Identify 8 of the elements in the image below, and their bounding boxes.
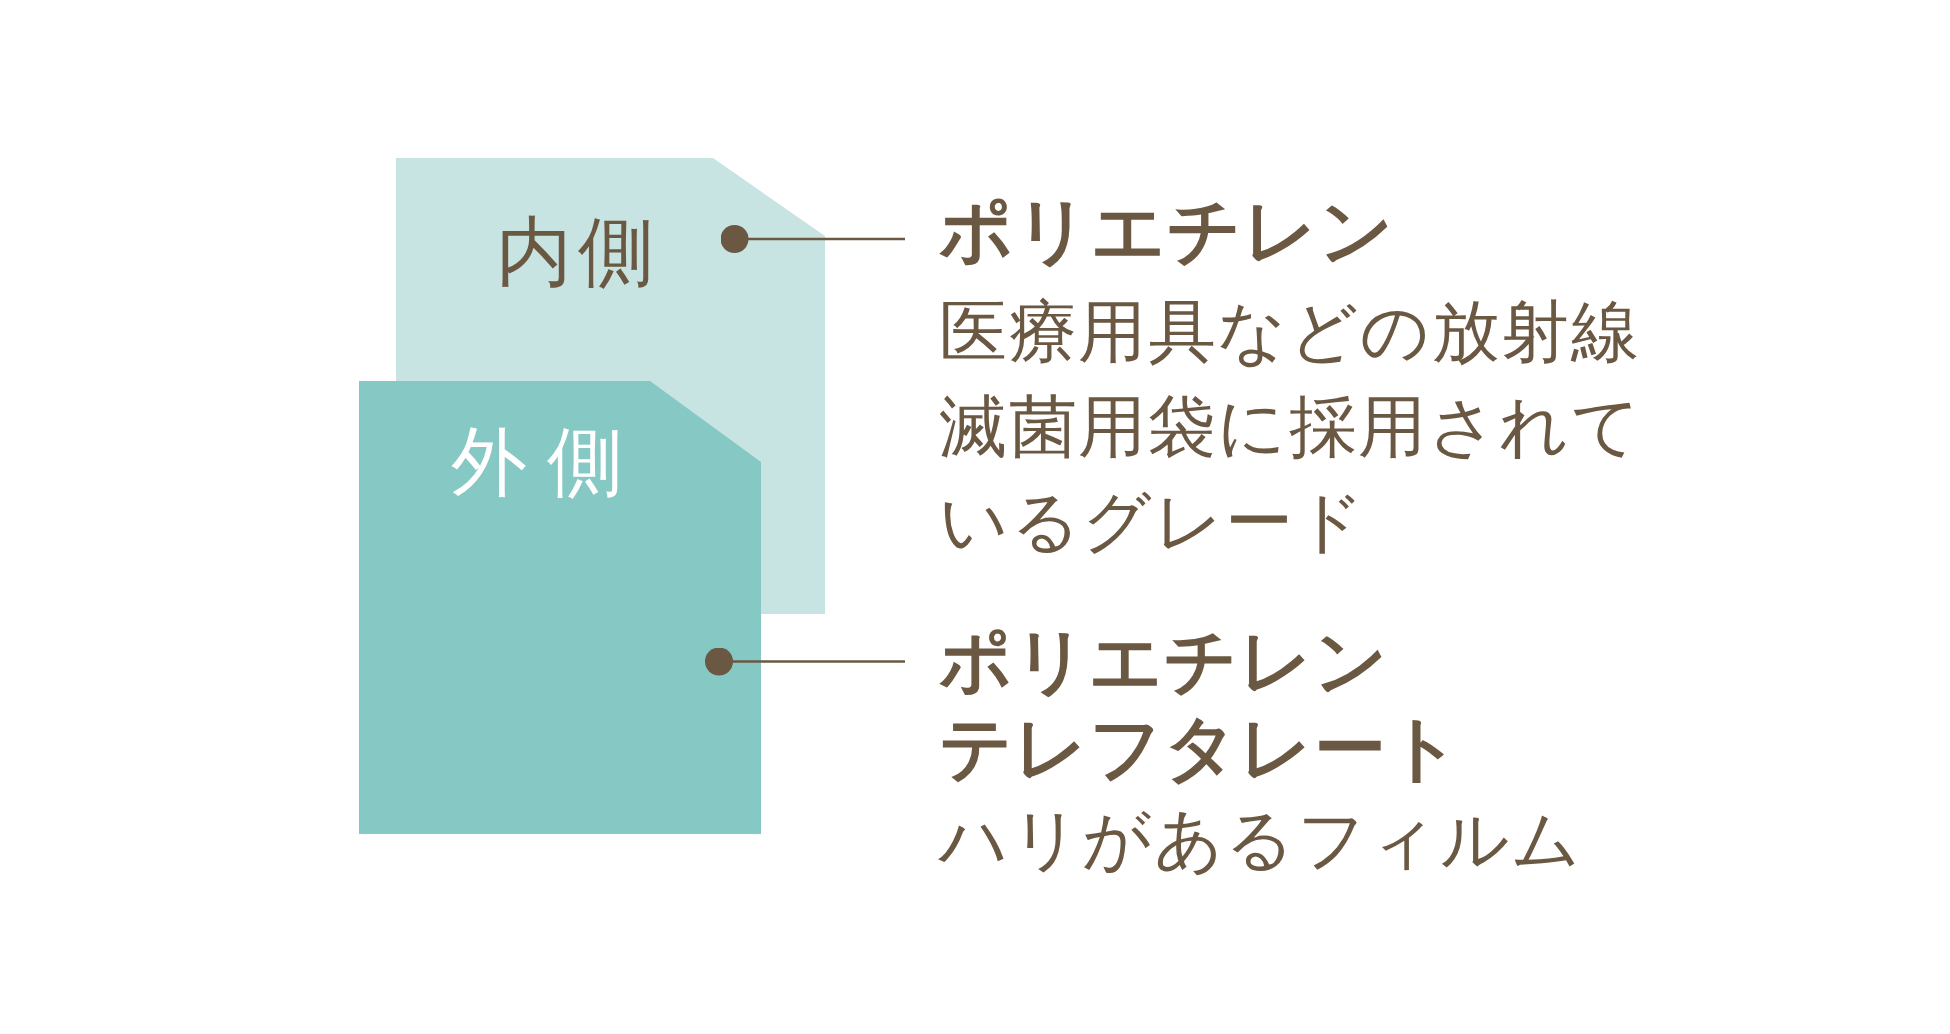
material-description: 医療用具などの放射線滅菌用袋に採用されているグレード <box>939 291 1643 563</box>
material-name: ポリエチレン <box>939 187 1396 275</box>
leader-line <box>705 647 905 676</box>
leader-line <box>720 225 905 253</box>
layer-label: 外側 <box>450 424 643 500</box>
material-name: ポリエチレンテレフタレート <box>939 618 1463 792</box>
material-description: ハリがあるフィルム <box>939 799 1584 881</box>
layer-label: 内側 <box>495 214 660 290</box>
